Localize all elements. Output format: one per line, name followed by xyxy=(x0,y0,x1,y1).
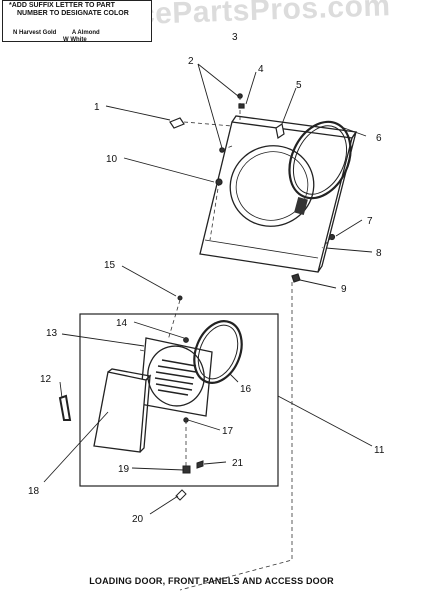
callout-leaders xyxy=(43,63,373,515)
diagram-caption: LOADING DOOR, FRONT PANELS AND ACCESS DO… xyxy=(89,576,334,586)
callout-12: 12 xyxy=(40,374,52,385)
callout-7: 7 xyxy=(367,216,373,227)
callout-labels: 1 2 3 4 5 6 7 8 9 10 11 12 13 14 15 16 1… xyxy=(28,32,385,525)
access-door-panel xyxy=(93,368,152,453)
callout-14: 14 xyxy=(116,318,128,329)
callout-4: 4 xyxy=(258,64,264,75)
legend-title-line1: *ADD SUFFIX LETTER TO PART xyxy=(9,2,115,9)
callout-15: 15 xyxy=(104,260,116,271)
callout-18: 18 xyxy=(28,486,40,497)
legend-item-white: W White xyxy=(63,37,87,43)
lower-hardware xyxy=(175,295,204,501)
callout-17: 17 xyxy=(222,426,234,437)
legend-items-row2: W White xyxy=(63,37,198,43)
access-door-gasket xyxy=(193,320,243,384)
callout-21: 21 xyxy=(232,458,244,469)
callout-10: 10 xyxy=(106,154,118,165)
legend-title: *ADD SUFFIX LETTER TO PART NUMBER TO DES… xyxy=(9,2,149,18)
callout-2: 2 xyxy=(188,56,194,67)
callout-6: 6 xyxy=(376,133,382,144)
callout-1: 1 xyxy=(94,102,100,113)
callout-5: 5 xyxy=(296,80,302,91)
front-panel xyxy=(199,115,358,273)
callout-13: 13 xyxy=(46,328,58,339)
legend-title-line2: NUMBER TO DESIGNATE COLOR xyxy=(17,10,129,17)
upper-hardware xyxy=(169,93,336,283)
callout-11: 11 xyxy=(374,445,385,456)
callout-16: 16 xyxy=(240,384,252,395)
callout-20: 20 xyxy=(132,514,144,525)
callout-8: 8 xyxy=(376,248,382,259)
access-door-frame xyxy=(139,337,213,417)
callout-3: 3 xyxy=(232,32,238,43)
legend-items: N Harvest Gold A Almond xyxy=(13,30,148,36)
callout-19: 19 xyxy=(118,464,130,475)
access-door-assembly-box xyxy=(79,313,279,487)
legend-item-almond: A Almond xyxy=(71,30,100,36)
color-suffix-legend: *ADD SUFFIX LETTER TO PART NUMBER TO DES… xyxy=(2,0,152,43)
door-handle xyxy=(58,394,72,421)
legend-item-harvest-gold: N Harvest Gold xyxy=(13,30,57,36)
door-gasket-ring xyxy=(288,120,352,200)
callout-9: 9 xyxy=(341,284,347,295)
